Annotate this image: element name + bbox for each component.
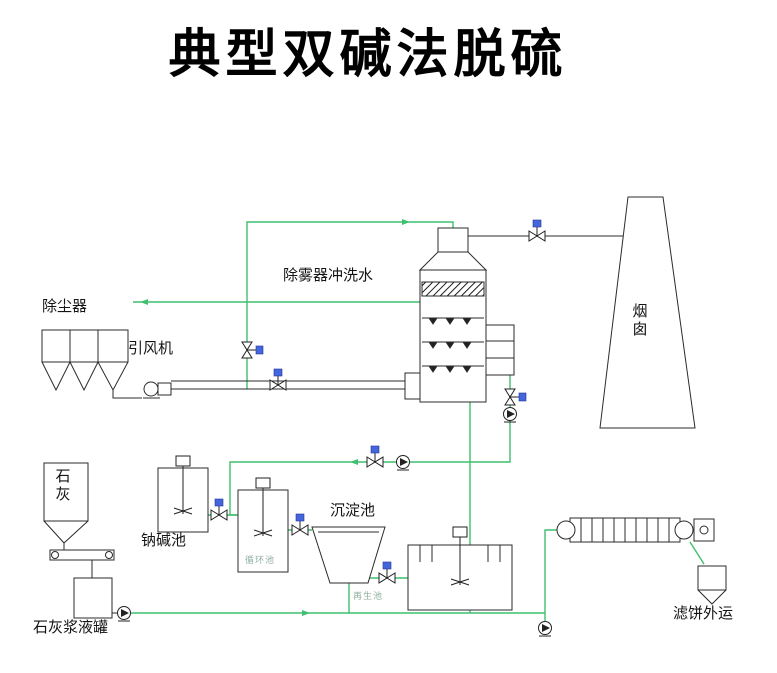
pipe-cake-chute [689, 541, 705, 565]
label-demister-wash: 除雾器冲洗水 [283, 267, 374, 284]
pump-icon-circulation [396, 455, 410, 471]
flow-arrow [302, 610, 310, 616]
valve-icon-tower-drain [504, 388, 527, 406]
label-lime-slurry-tank: 石灰浆液罐 [33, 619, 109, 636]
belt-filter-shape [556, 517, 715, 543]
valve-icon-regen-feed [378, 561, 396, 584]
label-regeneration-tank: 再生池 [353, 591, 384, 601]
label-circulation-tank: 循环池 [245, 555, 276, 565]
valve-icon-stack [528, 219, 546, 242]
lime-slurry-tank-shape [73, 577, 113, 619]
pump-icon-tower [503, 407, 517, 423]
circulation-tank-shape [237, 477, 289, 573]
pumps [117, 407, 552, 637]
valve-icon-settling-feed [291, 513, 309, 536]
tower-side-section [485, 324, 515, 376]
valves [210, 219, 546, 584]
label-lime: 石灰 [53, 468, 71, 504]
label-settling-tank: 沉淀池 [330, 502, 376, 519]
settling-tank-shape [311, 526, 386, 584]
flow-arrows [140, 219, 410, 616]
flow-arrow [140, 299, 148, 305]
pump-icon-lime-slurry [117, 606, 131, 622]
label-filter-cake: 滤饼外运 [673, 605, 734, 622]
label-induced-fan: 引风机 [128, 340, 174, 357]
agitator-icon [173, 455, 193, 515]
valve-icon-bypass [241, 341, 264, 359]
pipe-filter-feed [544, 529, 563, 613]
equipment [41, 196, 727, 619]
pipe-top-bypass [246, 221, 454, 389]
agitator-icon [450, 526, 470, 586]
valve-icon-soda-feed [210, 498, 228, 521]
flow-arrow [350, 459, 358, 465]
demister-pad [421, 281, 485, 297]
induced-fan-shape [143, 381, 172, 399]
valve-icon-circulation [366, 445, 384, 468]
pipe-circulation-return [229, 421, 511, 516]
label-dust-collector: 除尘器 [42, 298, 88, 315]
label-soda-tank: 钠碱池 [141, 532, 187, 549]
regeneration-tank-shape [407, 526, 513, 611]
agitator-icon [253, 477, 273, 537]
absorption-tower [418, 227, 515, 403]
label-chimney: 烟囱 [630, 303, 648, 339]
valve-icon-duct [269, 368, 287, 391]
chimney-shape [599, 196, 696, 429]
page-title: 典型双碱法脱硫 [168, 27, 568, 84]
flow-arrow [402, 219, 410, 225]
pump-icon-filter-feed [538, 621, 552, 637]
flue-gas-duct [171, 372, 421, 400]
soda-alkali-tank-shape [157, 455, 209, 533]
cake-hopper-shape [697, 565, 727, 605]
dust-collector-shape [41, 329, 142, 399]
